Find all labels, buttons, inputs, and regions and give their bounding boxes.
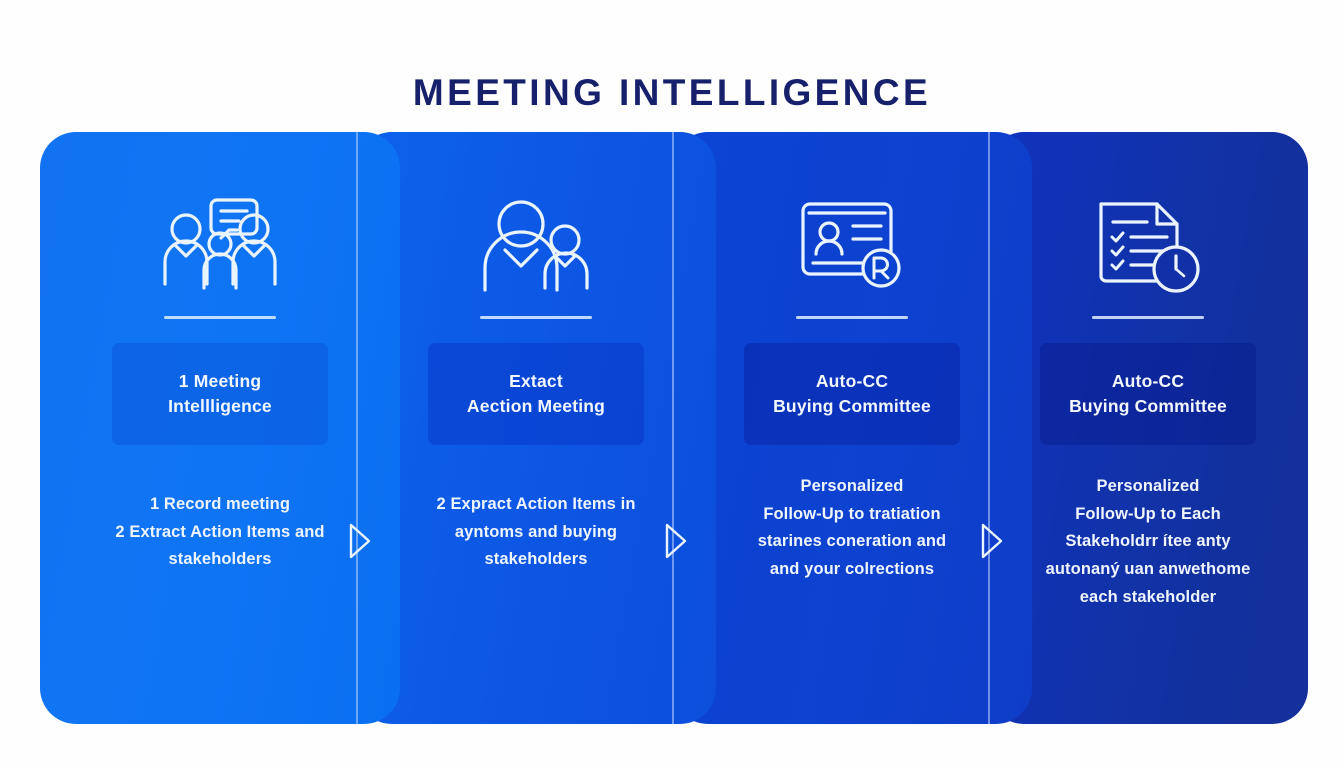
process-step-panel-2[interactable]: Extact Aection Meeting 2 Expract Action … [356, 132, 716, 724]
step-title-text-3: Auto-CC Buying Committee [773, 371, 931, 416]
chevron-2-to-3 [663, 522, 689, 560]
icon-divider [480, 316, 592, 319]
two-people-icon [476, 194, 596, 298]
step-body-text-2: 2 Expract Action Items in ayntoms and bu… [436, 495, 636, 569]
step-title-chip-4: Auto-CC Buying Committee [1040, 343, 1256, 445]
step-body-text-1: 1 Record meeting 2 Extract Action Items … [115, 495, 325, 569]
icon-divider [796, 316, 908, 319]
icon-divider [164, 316, 276, 319]
step-body-text-3: Personalized Follow-Up to tratiation sta… [757, 477, 947, 579]
step-title-chip-1: 1 Meeting Intellligence [112, 343, 328, 445]
step-title-chip-2: Extact Aection Meeting [428, 343, 644, 445]
process-step-panel-3[interactable]: Auto-CC Buying Committee Personalized Fo… [672, 132, 1032, 724]
contact-card-registered-icon [792, 194, 912, 298]
step-title-text-1: 1 Meeting Intellligence [168, 371, 272, 416]
step-title-text-2: Extact Aection Meeting [466, 371, 606, 416]
page-title: MEETING INTELLIGENCE [412, 72, 932, 113]
process-flow-band: 1 Meeting Intellligence 1 Record meeting… [40, 132, 1308, 724]
checklist-document-clock-icon [1088, 194, 1208, 298]
step-title-chip-3: Auto-CC Buying Committee [744, 343, 960, 445]
process-step-panel-1[interactable]: 1 Meeting Intellligence 1 Record meeting… [40, 132, 400, 724]
process-step-panel-4[interactable]: Auto-CC Buying Committee Personalized Fo… [988, 132, 1308, 724]
step-body-text-4: Personalized Follow-Up to Each Stakehold… [1045, 477, 1251, 606]
group-meeting-chat-icon [160, 194, 280, 298]
chevron-1-to-2 [347, 522, 373, 560]
step-title-text-4: Auto-CC Buying Committee [1069, 371, 1227, 416]
chevron-3-to-4 [979, 522, 1005, 560]
icon-divider [1092, 316, 1204, 319]
